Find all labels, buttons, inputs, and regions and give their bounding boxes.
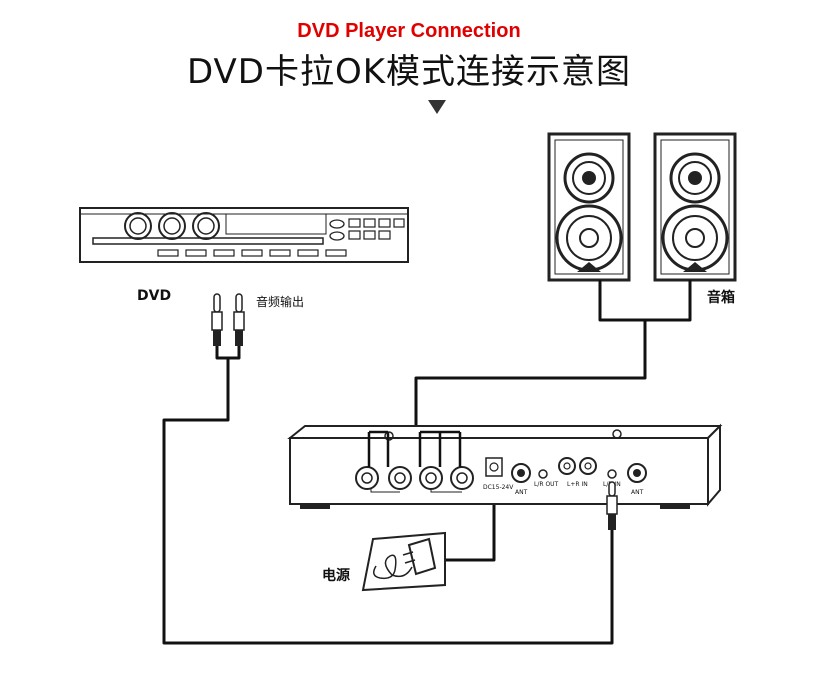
- ant-label-2: ANT: [631, 489, 644, 496]
- speaker-right: [653, 132, 737, 282]
- karaoke-mixer: [287, 423, 723, 509]
- audio-out-label: 音频输出: [256, 294, 304, 309]
- down-arrow-icon: [428, 100, 446, 114]
- power-label: 电源: [322, 567, 350, 584]
- audio-out-plugs-icon: [211, 293, 245, 346]
- title-english: DVD Player Connection: [297, 20, 521, 42]
- lr-in-label-1: L+R IN: [567, 481, 588, 488]
- dc-in-label: DC15-24V: [483, 484, 514, 491]
- dvd-player: [79, 207, 409, 263]
- input-plug-icon: [606, 481, 618, 530]
- cables: [162, 280, 692, 645]
- power-adapter-icon: [361, 531, 446, 592]
- speakers-label: 音箱: [707, 289, 735, 306]
- ant-label-1: ANT: [515, 489, 528, 496]
- title-chinese: DVD卡拉OK模式连接示意图: [186, 52, 632, 92]
- speaker-left: [547, 132, 631, 282]
- lr-out-label: L/R OUT: [534, 481, 559, 488]
- dvd-label: DVD: [137, 288, 171, 304]
